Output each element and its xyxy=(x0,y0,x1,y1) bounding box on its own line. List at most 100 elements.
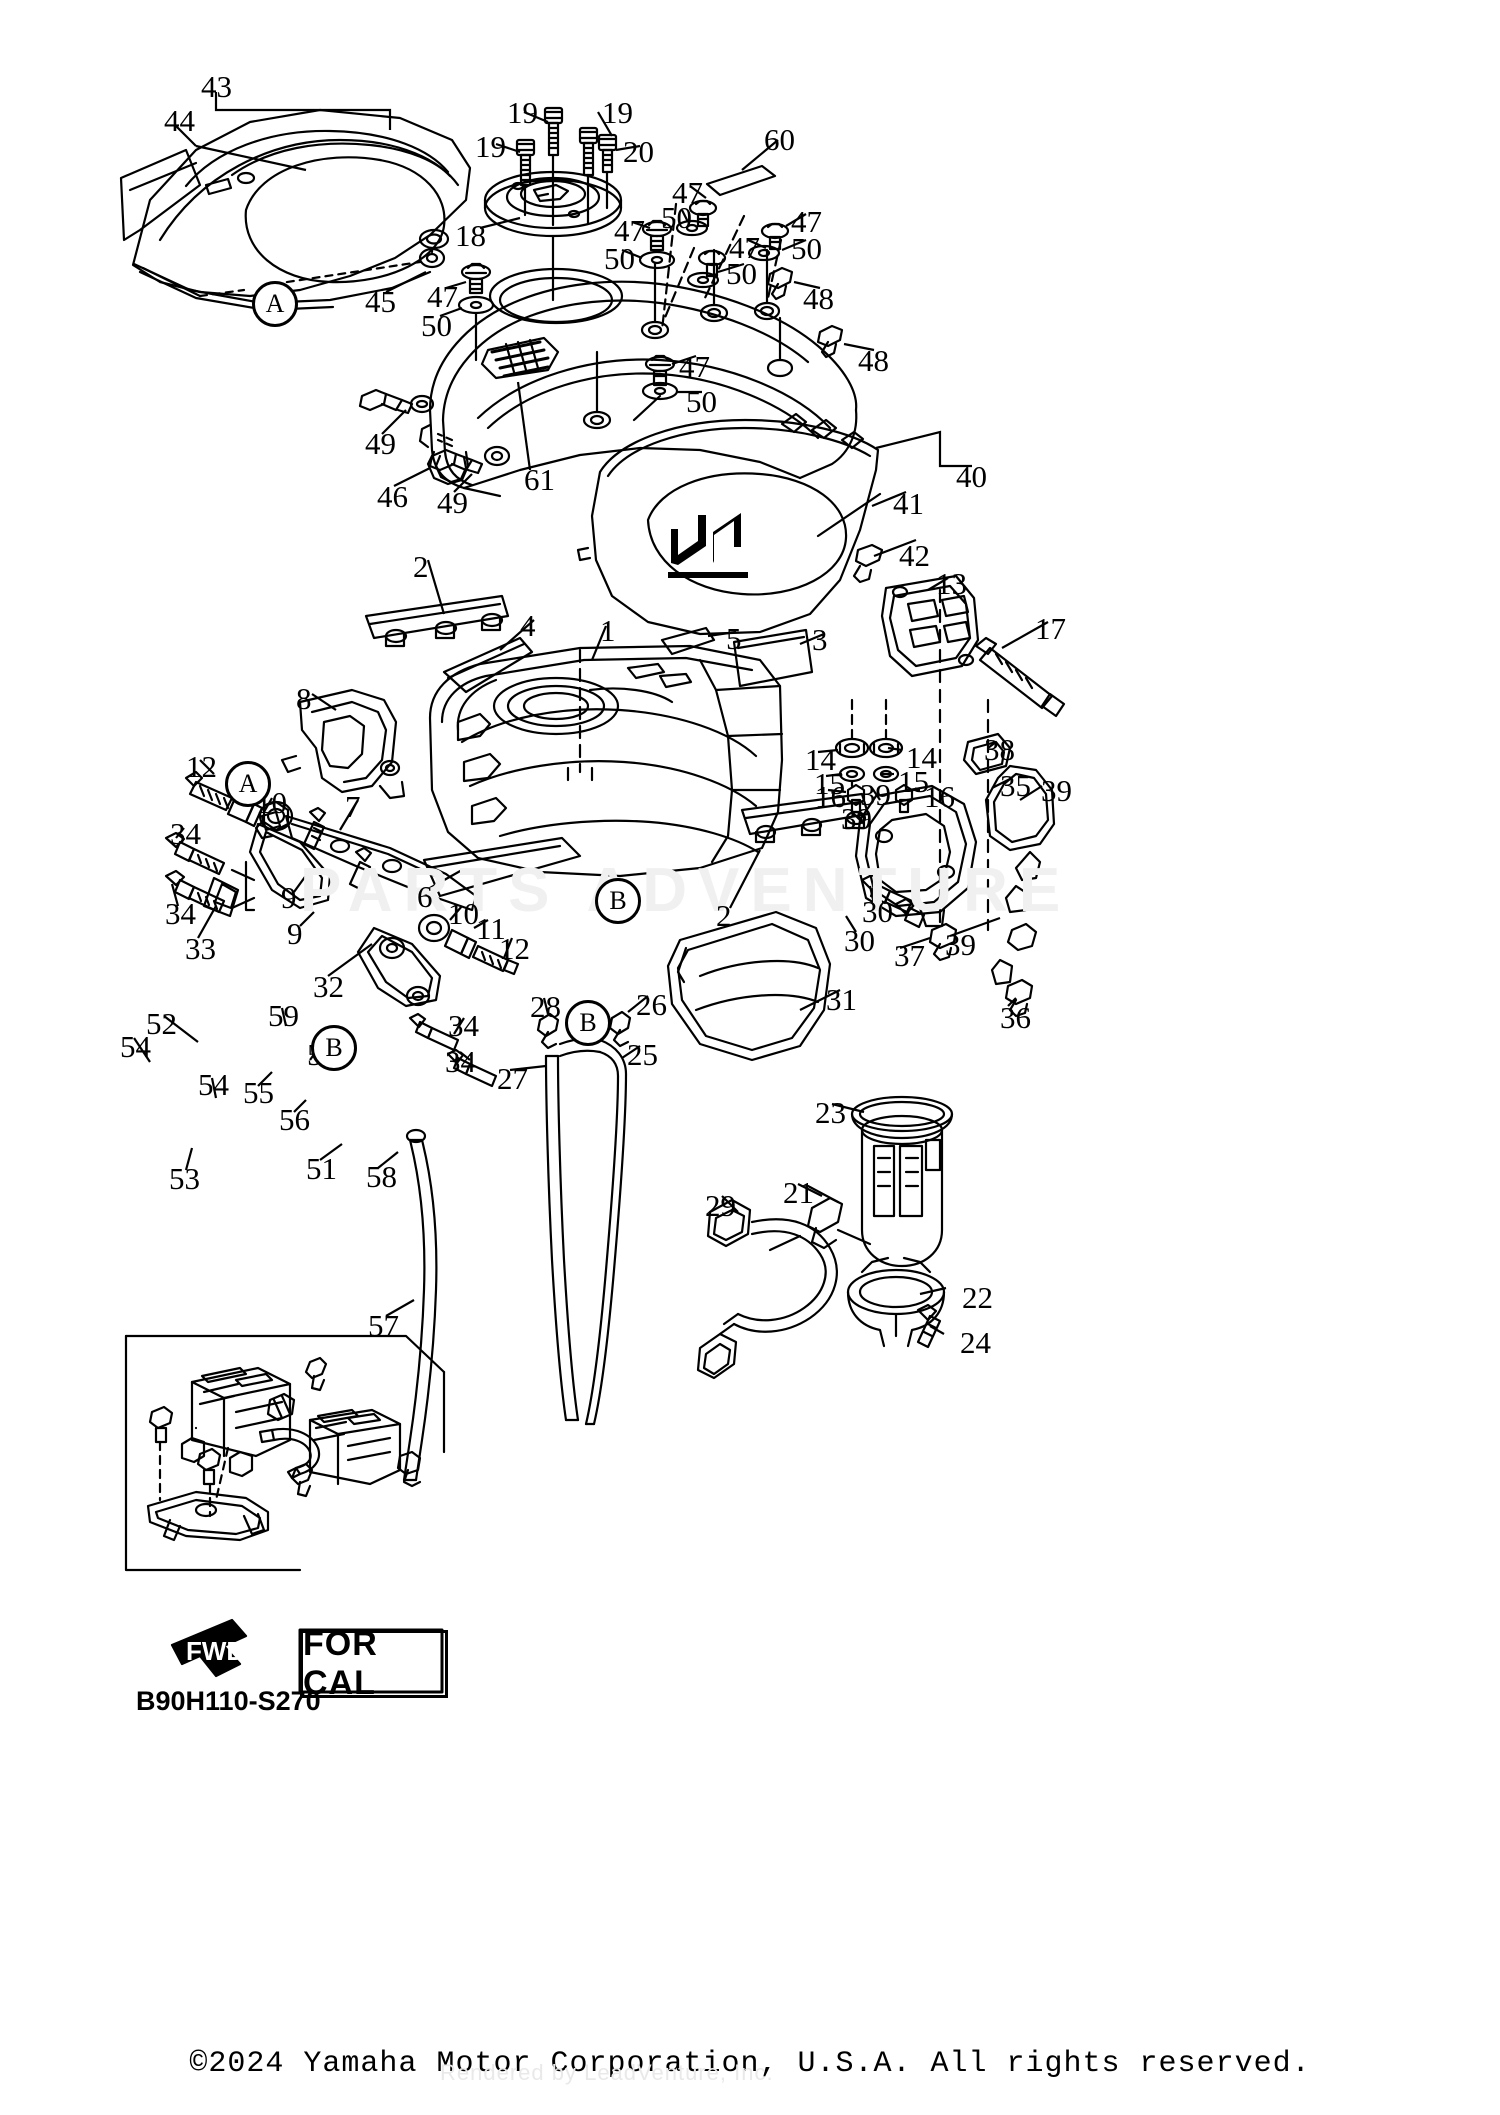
callout-number-16[interactable]: 16 xyxy=(924,779,955,814)
callout-number-34[interactable]: 34 xyxy=(445,1044,476,1079)
callout-number-47[interactable]: 47 xyxy=(672,175,703,210)
callout-number-27[interactable]: 27 xyxy=(497,1061,528,1096)
callout-number-1[interactable]: 1 xyxy=(600,613,616,648)
callout-number-2[interactable]: 2 xyxy=(716,898,732,933)
callout-number-42[interactable]: 42 xyxy=(899,538,930,573)
callout-number-39[interactable]: 39 xyxy=(841,801,872,836)
diagram-code: B90H110-S270 xyxy=(136,1686,321,1716)
callout-number-48[interactable]: 48 xyxy=(803,281,834,316)
callout-number-41[interactable]: 41 xyxy=(893,486,924,521)
callout-number-18[interactable]: 18 xyxy=(455,218,486,253)
callout-number-9[interactable]: 9 xyxy=(287,916,303,951)
callout-number-56[interactable]: 56 xyxy=(279,1102,310,1137)
callout-number-38[interactable]: 38 xyxy=(984,732,1015,767)
callout-number-45[interactable]: 45 xyxy=(365,284,396,319)
callout-number-57[interactable]: 57 xyxy=(368,1308,399,1343)
callout-number-34[interactable]: 34 xyxy=(170,816,201,851)
callout-number-37[interactable]: 37 xyxy=(894,938,925,973)
callout-number-22[interactable]: 22 xyxy=(962,1280,993,1315)
callout-number-50[interactable]: 50 xyxy=(726,256,757,291)
reference-circle-b[interactable]: B xyxy=(565,1000,611,1046)
callout-number-11[interactable]: 11 xyxy=(476,911,506,946)
reference-circle-b[interactable]: B xyxy=(595,878,641,924)
callout-number-60[interactable]: 60 xyxy=(764,122,795,157)
callout-number-47[interactable]: 47 xyxy=(791,204,822,239)
callout-number-34[interactable]: 34 xyxy=(165,896,196,931)
callout-number-54[interactable]: 54 xyxy=(120,1029,151,1064)
callout-number-29[interactable]: 29 xyxy=(705,1188,736,1223)
callout-number-50[interactable]: 50 xyxy=(791,231,822,266)
callout-number-19[interactable]: 19 xyxy=(475,129,506,164)
callout-number-39[interactable]: 39 xyxy=(945,927,976,962)
callout-number-54[interactable]: 54 xyxy=(198,1067,229,1102)
callout-number-28[interactable]: 28 xyxy=(530,989,561,1024)
callout-number-35[interactable]: 35 xyxy=(1000,768,1031,803)
callout-number-52[interactable]: 52 xyxy=(146,1006,177,1041)
callout-number-36[interactable]: 36 xyxy=(1000,1000,1031,1035)
callout-number-47[interactable]: 47 xyxy=(729,230,760,265)
callout-number-49[interactable]: 49 xyxy=(365,426,396,461)
reference-circle-b[interactable]: B xyxy=(311,1025,357,1071)
callout-number-61[interactable]: 61 xyxy=(524,462,555,497)
callout-number-19[interactable]: 19 xyxy=(602,95,633,130)
callout-number-43[interactable]: 43 xyxy=(201,69,232,104)
callout-number-23[interactable]: 23 xyxy=(815,1095,846,1130)
fwd-arrow-label: FWD xyxy=(186,1636,246,1666)
callout-number-50[interactable]: 50 xyxy=(604,241,635,276)
callout-number-59[interactable]: 59 xyxy=(268,998,299,1033)
callout-number-44[interactable]: 44 xyxy=(164,103,195,138)
callout-number-17[interactable]: 17 xyxy=(1035,611,1066,646)
callout-number-7[interactable]: 7 xyxy=(345,789,361,824)
callout-number-10[interactable]: 10 xyxy=(448,896,479,931)
for-cal-box: FOR CAL xyxy=(300,1625,448,1702)
callout-number-12[interactable]: 12 xyxy=(186,749,217,784)
callout-number-21[interactable]: 21 xyxy=(783,1175,814,1210)
callout-number-4[interactable]: 4 xyxy=(520,608,536,643)
callout-number-2[interactable]: 2 xyxy=(413,549,429,584)
callout-number-14[interactable]: 14 xyxy=(906,740,937,775)
callout-number-30[interactable]: 30 xyxy=(862,894,893,929)
callout-number-24[interactable]: 24 xyxy=(960,1325,991,1360)
callout-number-50[interactable]: 50 xyxy=(686,384,717,419)
callout-number-49[interactable]: 49 xyxy=(437,485,468,520)
callout-number-8[interactable]: 8 xyxy=(296,681,312,716)
callout-number-47[interactable]: 47 xyxy=(427,279,458,314)
callout-number-34[interactable]: 34 xyxy=(448,1008,479,1043)
callout-number-39[interactable]: 39 xyxy=(860,777,891,812)
callout-number-40[interactable]: 40 xyxy=(956,459,987,494)
callout-number-32[interactable]: 32 xyxy=(313,969,344,1004)
callout-number-31[interactable]: 31 xyxy=(826,982,857,1017)
callout-number-47[interactable]: 47 xyxy=(679,349,710,384)
reference-circle-a[interactable]: A xyxy=(252,281,298,327)
callout-number-9[interactable]: 9 xyxy=(281,880,297,915)
callout-number-50[interactable]: 50 xyxy=(421,308,452,343)
callout-number-15[interactable]: 15 xyxy=(898,764,929,799)
callout-number-46[interactable]: 46 xyxy=(377,479,408,514)
callout-number-33[interactable]: 33 xyxy=(185,931,216,966)
watermark-secondary: Rendered by LeadVenture, Inc. xyxy=(440,2060,774,2085)
callout-number-39[interactable]: 39 xyxy=(1041,773,1072,808)
callout-number-13[interactable]: 13 xyxy=(936,566,967,601)
callout-number-55[interactable]: 55 xyxy=(243,1075,274,1110)
callout-number-48[interactable]: 48 xyxy=(858,343,889,378)
callout-number-12[interactable]: 12 xyxy=(499,931,530,966)
callout-number-25[interactable]: 25 xyxy=(627,1037,658,1072)
callout-number-5[interactable]: 5 xyxy=(726,621,742,656)
callout-number-53[interactable]: 53 xyxy=(169,1161,200,1196)
callout-number-16[interactable]: 16 xyxy=(815,779,846,814)
callout-number-6[interactable]: 6 xyxy=(417,879,433,914)
callout-number-30[interactable]: 30 xyxy=(844,923,875,958)
callout-number-50[interactable]: 50 xyxy=(661,200,692,235)
callout-number-51[interactable]: 51 xyxy=(306,1151,337,1186)
callout-number-47[interactable]: 47 xyxy=(614,213,645,248)
callout-number-15[interactable]: 15 xyxy=(814,766,845,801)
callout-number-26[interactable]: 26 xyxy=(636,987,667,1022)
reference-circle-a[interactable]: A xyxy=(225,761,271,807)
callout-number-3[interactable]: 3 xyxy=(812,622,828,657)
callout-number-19[interactable]: 19 xyxy=(507,95,538,130)
callout-number-20[interactable]: 20 xyxy=(623,134,654,169)
callout-number-58[interactable]: 58 xyxy=(366,1159,397,1194)
callout-number-14[interactable]: 14 xyxy=(805,742,836,777)
copyright-footer: ©2024 Yamaha Motor Corporation, U.S.A. A… xyxy=(189,2047,1311,2081)
